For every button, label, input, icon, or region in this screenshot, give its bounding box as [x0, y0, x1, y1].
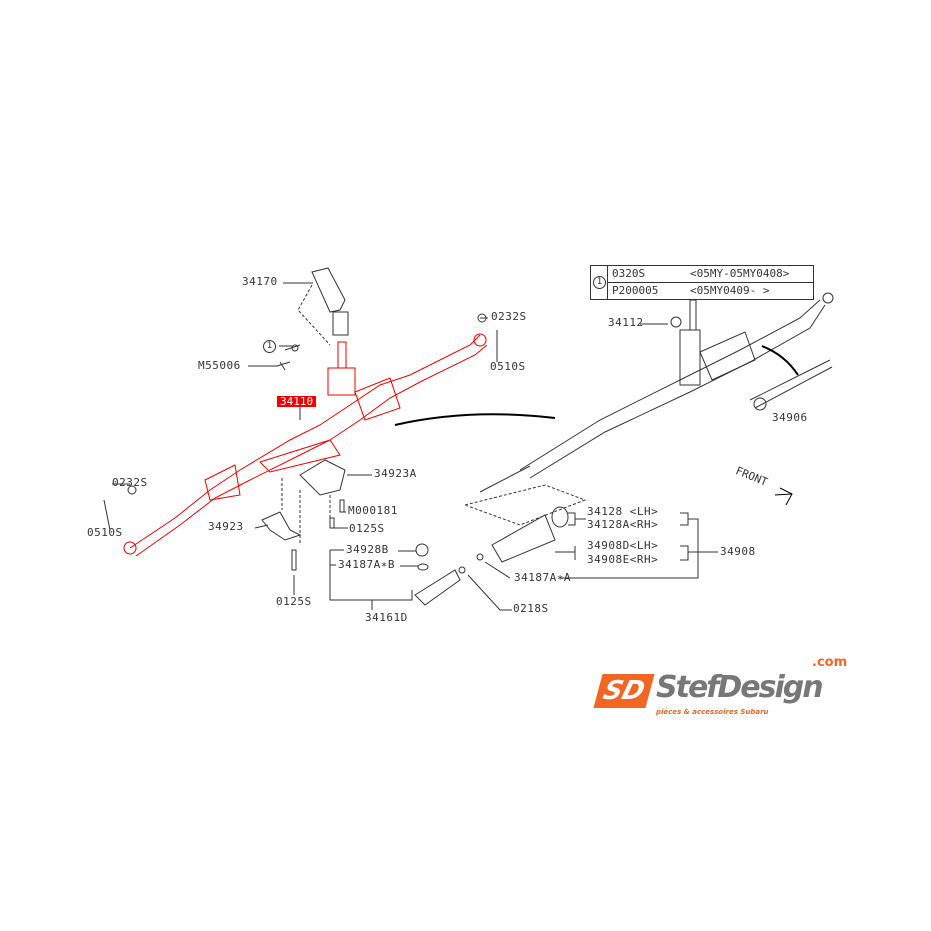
label-34908e[interactable]: 34908E<RH> — [587, 553, 659, 566]
table-part: P200005 — [612, 284, 659, 297]
label-0232s-right[interactable]: 0232S — [491, 310, 527, 323]
logo-name: StefDesign — [656, 670, 824, 705]
table-row[interactable]: P200005 <05MY0409- > — [608, 283, 813, 299]
label-34187a-a[interactable]: 34187A∗A — [514, 571, 571, 584]
label-0232s-left[interactable]: 0232S — [112, 476, 148, 489]
label-34923a[interactable]: 34923A — [374, 467, 417, 480]
label-34923[interactable]: 34923 — [208, 520, 244, 533]
logo-mark: SD — [593, 674, 655, 708]
label-34112[interactable]: 34112 — [608, 316, 644, 329]
bracket-34923a[interactable] — [299, 459, 346, 496]
steering-gear-box-exploded[interactable] — [479, 292, 834, 493]
reference-marker-1: 1 — [263, 340, 276, 353]
label-m000181[interactable]: M000181 — [348, 504, 398, 517]
table-range: <05MY-05MY0408> — [690, 267, 790, 280]
front-arrow — [774, 487, 793, 506]
table-part: 0320S — [612, 267, 646, 280]
steering-gear-box-assembly[interactable] — [123, 333, 488, 557]
label-34161d[interactable]: 34161D — [365, 611, 408, 624]
label-34187a-b[interactable]: 34187A∗B — [338, 558, 395, 571]
label-34908[interactable]: 34908 — [720, 545, 756, 558]
label-m55006[interactable]: M55006 — [198, 359, 241, 372]
assembly-arrow-arc — [394, 413, 556, 426]
label-34928b[interactable]: 34928B — [346, 543, 389, 556]
label-34906[interactable]: 34906 — [772, 411, 808, 424]
table-range: <05MY0409- > — [690, 284, 770, 297]
label-34128[interactable]: 34128 <LH> — [587, 505, 659, 518]
label-0510s-right[interactable]: 0510S — [490, 360, 526, 373]
table-row[interactable]: 0320S <05MY-05MY0408> — [608, 266, 813, 283]
label-34110-highlighted[interactable]: 34110 — [277, 396, 317, 407]
label-0125s-a[interactable]: 0125S — [349, 522, 385, 535]
universal-joint[interactable] — [276, 267, 349, 371]
label-0218s[interactable]: 0218S — [513, 602, 549, 615]
logo-suffix: .com — [812, 655, 848, 670]
tie-rod-boot[interactable] — [414, 506, 569, 606]
label-34170[interactable]: 34170 — [242, 275, 278, 288]
label-34908d[interactable]: 34908D<LH> — [587, 539, 659, 552]
label-0125s-b[interactable]: 0125S — [276, 595, 312, 608]
label-0510s-left[interactable]: 0510S — [87, 526, 123, 539]
bracket-34923[interactable] — [261, 511, 302, 541]
logo-tagline: pièces & accessoires Subaru — [656, 708, 769, 716]
reference-table: 1 0320S <05MY-05MY0408> P200005 <05MY0409-… — [590, 265, 814, 300]
stefdesign-logo: SD StefDesign .com pièces & accessoires … — [593, 656, 858, 718]
label-34128a[interactable]: 34128A<RH> — [587, 518, 659, 531]
table-marker: 1 — [593, 276, 606, 289]
